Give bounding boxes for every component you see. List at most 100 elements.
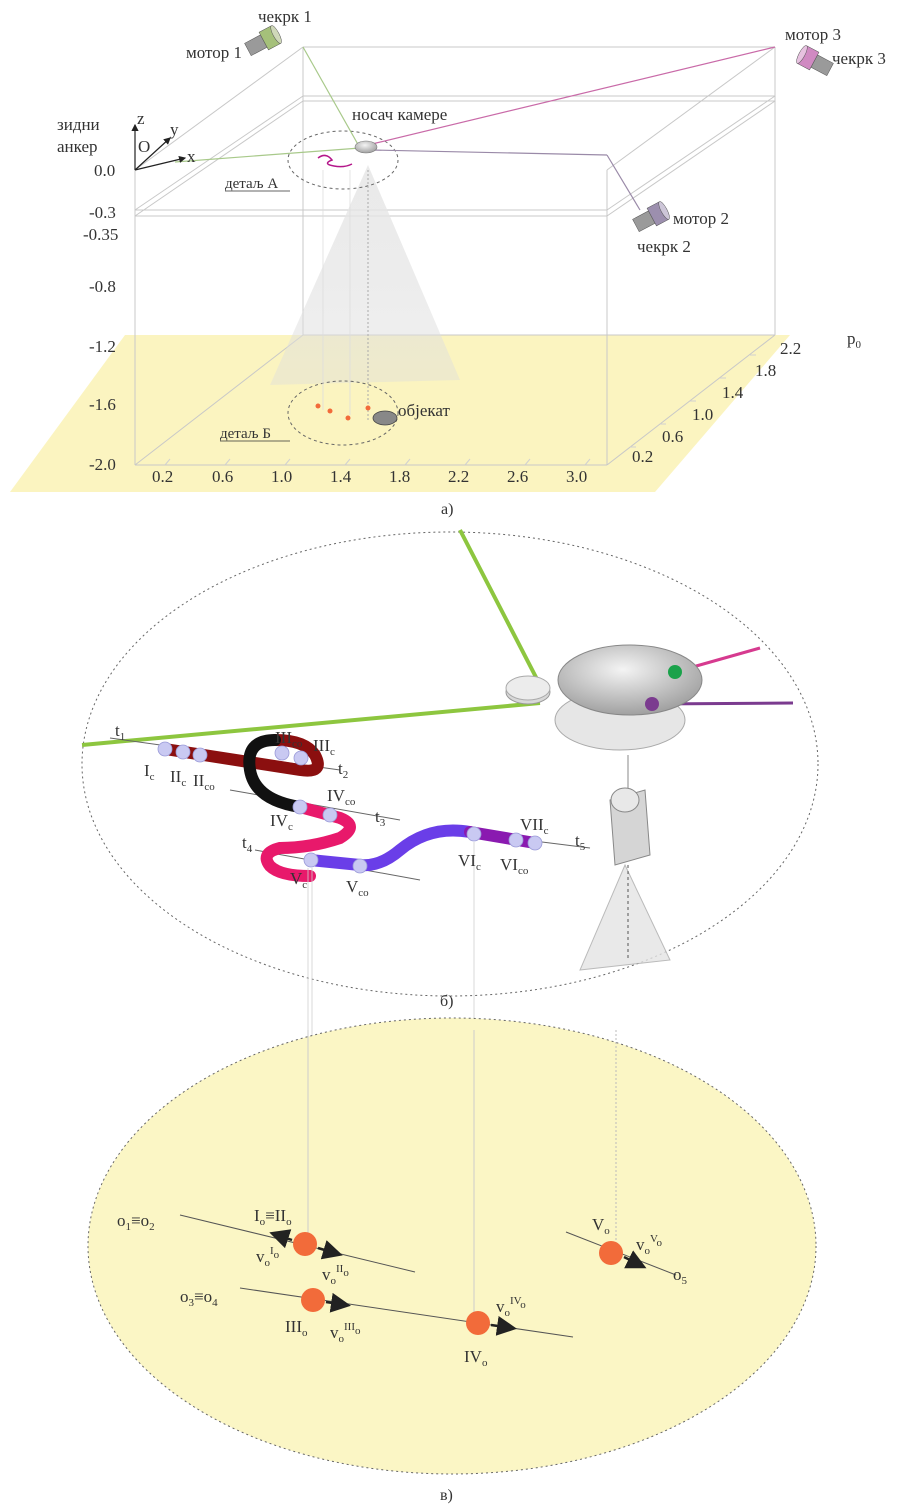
camera-icon: [579, 787, 671, 971]
vIV-label: voIVo: [496, 1295, 526, 1319]
rope-2b: [606, 154, 641, 211]
panel-a: z y x O чекрк 1 мотор 1 мотор 3 чекрк 3 …: [10, 7, 886, 518]
I-II-label: Io≡IIo: [254, 1206, 292, 1228]
o12-label: o1≡o2: [117, 1211, 155, 1233]
t1-label: t1: [115, 721, 125, 743]
tick-hatches: [164, 354, 756, 466]
trajectory-small: [317, 154, 353, 168]
y-tick-5: 0.2: [632, 447, 653, 466]
trajectory: [159, 734, 541, 882]
detail-a-label: детаљ А: [225, 176, 278, 192]
pulley-top: [505, 675, 551, 701]
x-tick-1: 0.6: [212, 467, 233, 486]
motor-1-icon: [244, 25, 282, 57]
spool-1-label: чекрк 1: [258, 7, 312, 26]
t2-label: t2: [338, 759, 348, 781]
y-tick-1: 1.8: [755, 361, 776, 380]
object-V: [599, 1241, 623, 1265]
green-rope-up: [458, 529, 542, 686]
green-anchor-dot: [668, 665, 682, 679]
axis-y-label: y: [170, 120, 179, 139]
motor-3-icon: [796, 45, 834, 77]
green-rope-left: [81, 701, 541, 747]
detail-b-ellipse: [87, 1017, 817, 1475]
z-tick-6: -2.0: [89, 455, 116, 474]
caption-b: б): [440, 993, 453, 1010]
camera-carrier-small: [354, 140, 378, 154]
z-tick-1: -0.3: [89, 203, 116, 222]
velocity-arrows: [269, 1229, 647, 1336]
motor-1-label: мотор 1: [186, 43, 242, 62]
pt-IIIc: IIIc: [313, 736, 335, 758]
frame-lines: [134, 46, 776, 466]
spool-2-label: чекрк 2: [637, 237, 691, 256]
caption-c: в): [440, 1487, 453, 1504]
rope-3: [371, 46, 776, 145]
axis-x-label: x: [187, 147, 196, 166]
panel-c: o1≡o2 o3≡o4 o5 Io≡IIo voIo voIIo IIIo vo…: [87, 1017, 817, 1504]
object-I-II: [293, 1232, 317, 1256]
IV-label: IVo: [464, 1347, 488, 1369]
III-label: IIIo: [285, 1317, 308, 1339]
z-tick-0: 0.0: [94, 161, 115, 180]
pt-Vc: Vc: [290, 869, 307, 891]
x-tick-5: 2.2: [448, 467, 469, 486]
origin-axes: [131, 123, 187, 171]
axis-z-label: z: [137, 109, 145, 128]
vV-label: voVo: [636, 1233, 663, 1257]
rope-2: [371, 149, 608, 156]
pt-IVco: IVco: [327, 786, 356, 808]
objects-small: [315, 403, 398, 426]
rope-anchor: [174, 147, 361, 163]
pt-IIco: IIco: [193, 771, 215, 793]
z-tick-3: -0.8: [89, 277, 116, 296]
panel-b: t1 t2 t3 t4 t5 Ic IIc IIco IIIco IIIc IV…: [81, 529, 819, 1315]
x-tick-7: 3.0: [566, 467, 587, 486]
origin-label: O: [138, 137, 150, 156]
y-tick-2: 1.4: [722, 383, 744, 402]
detail-a-circle: [287, 130, 399, 190]
pt-IIIco: IIIco: [275, 728, 303, 750]
pt-VIIc: VIIc: [520, 815, 549, 837]
carrier-disc: [557, 644, 703, 716]
motor-2-label: мотор 2: [673, 209, 729, 228]
z-tick-4: -1.2: [89, 337, 116, 356]
rope-1: [302, 46, 361, 149]
t3-label: t3: [375, 807, 386, 829]
objects: [293, 1232, 623, 1335]
object-III: [301, 1288, 325, 1312]
z-axis-ticks: 0.0 -0.3 -0.35 -0.8 -1.2 -1.6 -2.0: [83, 161, 118, 474]
o5-label: o5: [673, 1265, 688, 1287]
y-tick-4: 0.6: [662, 427, 683, 446]
motor-2-icon: [632, 201, 670, 233]
z-tick-5: -1.6: [89, 395, 116, 414]
y-tick-3: 1.0: [692, 405, 713, 424]
spool-3-label: чекрк 3: [832, 49, 886, 68]
o34-label: o3≡o4: [180, 1287, 218, 1309]
camera-carrier-label: носач камере: [352, 105, 447, 124]
x-tick-2: 1.0: [271, 467, 292, 486]
t4-label: t4: [242, 833, 253, 855]
x-tick-4: 1.8: [389, 467, 410, 486]
vIII-label: voIIIo: [330, 1321, 361, 1345]
purple-anchor-dot: [645, 697, 659, 711]
detail-a-ellipse: [81, 531, 819, 997]
vI-label: voIo: [256, 1245, 280, 1269]
pt-IIc: IIc: [170, 767, 186, 789]
motor-3-label: мотор 3: [785, 25, 841, 44]
vII-label: voIIo: [322, 1263, 349, 1287]
detail-b-label: детаљ Б: [220, 426, 271, 442]
t5-label: t5: [575, 831, 586, 853]
y-tick-0: 2.2: [780, 339, 801, 358]
markers: [157, 741, 543, 874]
pt-VIco: VIco: [500, 855, 529, 877]
wall-anchor-label-2: анкер: [57, 137, 98, 156]
pt-IVc: IVc: [270, 811, 293, 833]
plane-label: p0: [847, 329, 862, 351]
pt-Ic: Ic: [144, 761, 155, 783]
x-tick-3: 1.4: [330, 467, 352, 486]
wall-anchor-label-1: зидни: [57, 115, 100, 134]
x-tick-6: 2.6: [507, 467, 528, 486]
pt-Vco: Vco: [346, 877, 369, 899]
